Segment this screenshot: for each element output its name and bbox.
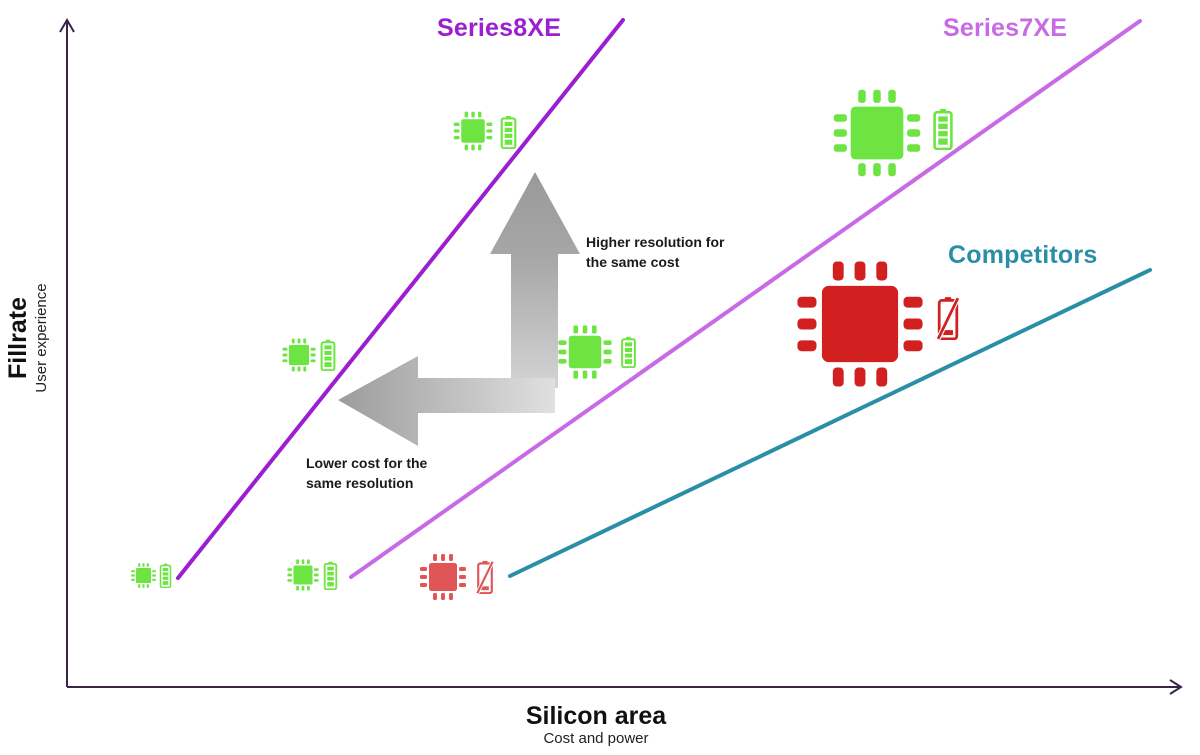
y-axis-subtitle: User experience	[33, 283, 50, 393]
series7xe-line	[349, 19, 1142, 579]
higher-resolution-arrow	[490, 172, 580, 388]
battery-icon	[320, 339, 336, 371]
competitor-chip-small	[420, 554, 493, 600]
series7xe-chip-small	[287, 559, 338, 591]
competitor-chip-large	[797, 261, 958, 387]
series8xe-line	[176, 18, 625, 580]
battery-icon	[159, 563, 172, 588]
series8xe-chip-medium	[282, 338, 336, 372]
battery-icon	[621, 336, 636, 368]
chip-icon	[420, 554, 466, 600]
lower-cost-arrow	[338, 356, 555, 446]
chip-icon	[282, 338, 316, 372]
battery-crossed-icon	[477, 561, 492, 593]
y-axis-title: Fillrate	[4, 297, 32, 379]
competitors-label: Competitors	[948, 241, 1098, 269]
series8xe-chip-small	[131, 563, 172, 588]
series7xe-chip-medium	[558, 325, 636, 379]
series7xe-label: Series7XE	[943, 14, 1068, 42]
axes	[59, 18, 1183, 695]
competitors-line	[508, 268, 1152, 578]
x-axis-arrowhead	[1169, 679, 1183, 695]
chip-icon	[453, 111, 493, 151]
battery-icon	[323, 561, 338, 590]
chip-icon	[558, 325, 612, 379]
series8xe-label: Series8XE	[437, 14, 562, 42]
lower-cost-note: Lower cost for the same resolution	[306, 455, 428, 491]
y-axis-title-block: Fillrate User experience	[4, 283, 54, 393]
chip-icon	[287, 559, 319, 591]
battery-icon	[933, 108, 953, 150]
x-axis-subtitle: Cost and power	[543, 730, 649, 747]
chip-icon	[797, 261, 923, 387]
chip-icon	[131, 563, 156, 588]
x-axis-title-block: Silicon area Cost and power	[526, 702, 666, 748]
x-axis-title: Silicon area	[525, 702, 667, 730]
series7xe-chip-large	[833, 89, 953, 177]
chip-icon	[833, 89, 921, 177]
higher-resolution-note: Higher resolution for the same cost	[586, 234, 725, 270]
y-axis-arrowhead	[59, 18, 75, 33]
battery-crossed-icon	[938, 297, 958, 339]
series8xe-chip-large	[453, 111, 517, 151]
battery-icon	[500, 115, 517, 149]
